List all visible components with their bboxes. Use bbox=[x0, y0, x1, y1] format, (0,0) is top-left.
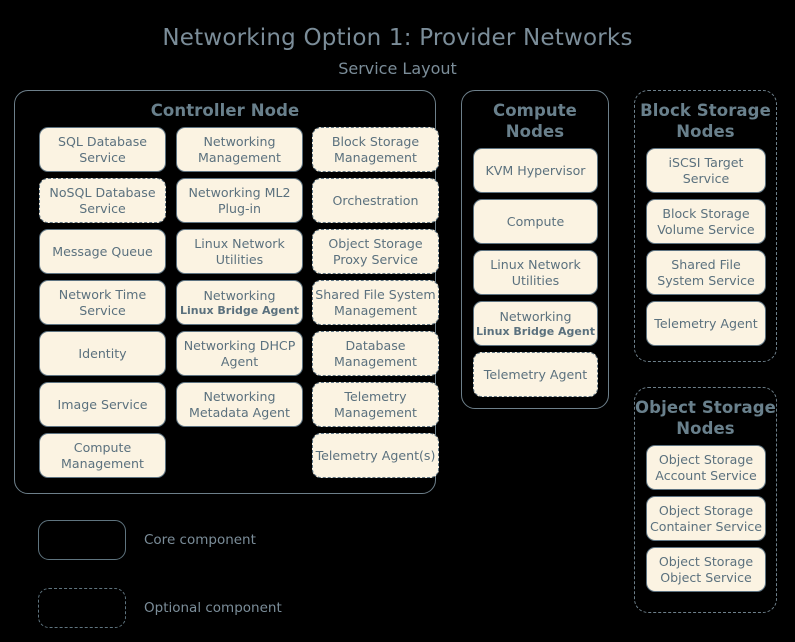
group-title-block-storage: Block Storage Nodes bbox=[640, 101, 771, 142]
component-label: Orchestration bbox=[332, 192, 419, 208]
component-telemetry-agent-s[interactable]: Telemetry Agent(s) bbox=[312, 433, 439, 479]
component-networking-metadata-agent[interactable]: Networking Metadata Agent bbox=[176, 382, 303, 428]
legend-item-optional: Optional component bbox=[38, 588, 282, 628]
component-label: Networking Metadata Agent bbox=[189, 389, 290, 420]
component-label: Linux Network Utilities bbox=[490, 257, 581, 288]
component-label: Shared File System Management bbox=[315, 287, 436, 318]
legend-item-core: Core component bbox=[38, 520, 256, 560]
component-message-queue[interactable]: Message Queue bbox=[39, 229, 166, 275]
component-networking-dhcp-agent[interactable]: Networking DHCP Agent bbox=[176, 331, 303, 377]
component-label: Object Storage Account Service bbox=[655, 452, 757, 483]
component-label: NoSQL Database Service bbox=[49, 185, 156, 216]
component-label: Object Storage Object Service bbox=[658, 554, 754, 585]
group-title-object-storage: Object Storage Nodes bbox=[635, 398, 776, 439]
component-database-management[interactable]: Database Management bbox=[312, 331, 439, 377]
component-label: Networking DHCP Agent bbox=[183, 338, 296, 369]
component-block-storage-management[interactable]: Block Storage Management bbox=[312, 127, 439, 173]
component-label: Database Management bbox=[334, 338, 417, 369]
component-label: Networking bbox=[499, 309, 572, 325]
component-telemetry-agent[interactable]: Telemetry Agent bbox=[646, 301, 766, 347]
component-linux-network-utilities[interactable]: Linux Network Utilities bbox=[473, 250, 598, 296]
component-image-service[interactable]: Image Service bbox=[39, 382, 166, 428]
component-label: Telemetry Management bbox=[334, 389, 417, 420]
group-title-controller: Controller Node bbox=[150, 101, 300, 120]
component-networking-ml2-plug-in[interactable]: Networking ML2 Plug-in bbox=[176, 178, 303, 224]
component-label: Telemetry Agent bbox=[654, 316, 758, 332]
legend-label-core: Core component bbox=[144, 532, 256, 548]
component-sql-database-service[interactable]: SQL Database Service bbox=[39, 127, 166, 173]
component-identity[interactable]: Identity bbox=[39, 331, 166, 377]
component-label: Image Service bbox=[57, 396, 148, 412]
component-object-storage-account-service[interactable]: Object Storage Account Service bbox=[646, 445, 766, 491]
component-sublabel: Linux Bridge Agent bbox=[180, 303, 299, 317]
component-networking-management[interactable]: Networking Management bbox=[176, 127, 303, 173]
component-label: Linux Network Utilities bbox=[194, 236, 285, 267]
component-label: SQL Database Service bbox=[57, 134, 148, 165]
component-label: Block Storage Management bbox=[331, 134, 420, 165]
component-label: Networking Management bbox=[198, 134, 281, 165]
component-label: Telemetry Agent(s) bbox=[315, 447, 436, 463]
component-label: Compute bbox=[506, 214, 565, 230]
legend-label-optional: Optional component bbox=[144, 600, 282, 616]
component-label: Object Storage Container Service bbox=[649, 503, 763, 534]
group-object-storage-nodes: Object Storage Nodes Object Storage Acco… bbox=[634, 387, 777, 613]
legend-swatch-optional bbox=[38, 588, 126, 628]
component-label: Shared File System Service bbox=[657, 257, 755, 288]
component-label: Identity bbox=[78, 345, 127, 361]
component-iscsi-target-service[interactable]: iSCSI Target Service bbox=[646, 148, 766, 194]
component-shared-file-system-management[interactable]: Shared File System Management bbox=[312, 280, 439, 326]
component-label: Block Storage Volume Service bbox=[657, 206, 755, 237]
component-shared-file-system-service[interactable]: Shared File System Service bbox=[646, 250, 766, 296]
component-object-storage-proxy-service[interactable]: Object Storage Proxy Service bbox=[312, 229, 439, 275]
component-label: Compute Management bbox=[61, 440, 144, 471]
component-label: Networking bbox=[203, 288, 276, 304]
component-object-storage-container-service[interactable]: Object Storage Container Service bbox=[646, 496, 766, 542]
component-nosql-database-service[interactable]: NoSQL Database Service bbox=[39, 178, 166, 224]
component-sublabel: Linux Bridge Agent bbox=[476, 324, 595, 338]
component-label: Message Queue bbox=[52, 243, 153, 259]
component-telemetry-agent[interactable]: Telemetry Agent bbox=[473, 352, 598, 398]
page-subtitle: Service Layout bbox=[338, 59, 457, 78]
component-linux-network-utilities[interactable]: Linux Network Utilities bbox=[176, 229, 303, 275]
component-compute[interactable]: Compute bbox=[473, 199, 598, 245]
component-telemetry-management[interactable]: Telemetry Management bbox=[312, 382, 439, 428]
component-label: Telemetry Agent bbox=[483, 367, 588, 383]
component-label: Networking ML2 Plug-in bbox=[188, 185, 291, 216]
component-kvm-hypervisor[interactable]: KVM Hypervisor bbox=[473, 148, 598, 194]
component-compute-management[interactable]: Compute Management bbox=[39, 433, 166, 479]
legend-swatch-core bbox=[38, 520, 126, 560]
group-title-compute: Compute Nodes bbox=[493, 101, 577, 142]
component-object-storage-object-service[interactable]: Object Storage Object Service bbox=[646, 547, 766, 593]
group-block-storage-nodes: Block Storage Nodes iSCSI Target Service… bbox=[634, 90, 777, 362]
component-label: Network Time Service bbox=[58, 287, 147, 318]
component-label: iSCSI Target Service bbox=[668, 155, 744, 186]
component-orchestration[interactable]: Orchestration bbox=[312, 178, 439, 224]
component-label: KVM Hypervisor bbox=[485, 163, 586, 179]
component-label: Object Storage Proxy Service bbox=[328, 236, 423, 267]
page-title: Networking Option 1: Provider Networks bbox=[162, 25, 633, 51]
component-network-time-service[interactable]: Network Time Service bbox=[39, 280, 166, 326]
component-block-storage-volume-service[interactable]: Block Storage Volume Service bbox=[646, 199, 766, 245]
legend: Core component Optional component bbox=[38, 516, 368, 628]
